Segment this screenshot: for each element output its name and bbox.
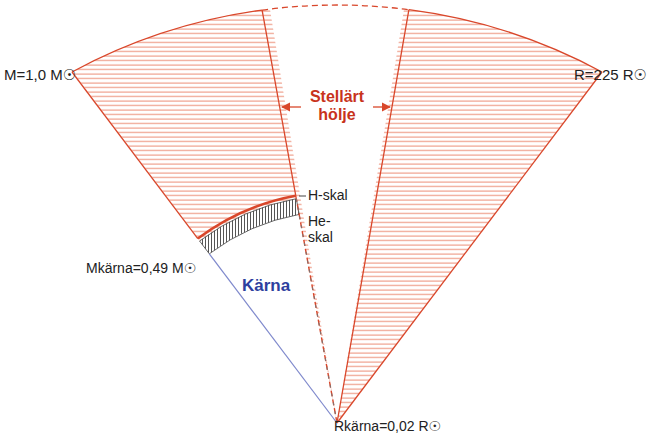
he-shell-label: He- skal: [308, 213, 346, 245]
h-shell-label: H-skal: [308, 187, 348, 203]
h-shell-line: [198, 196, 296, 239]
h-shell-leader: [299, 196, 306, 197]
inner-left-edge: [262, 10, 296, 199]
total-mass-label: M=1,0 M☉: [4, 66, 76, 83]
outer-arc-dashed: [262, 5, 409, 10]
wedge-right-edge: [337, 72, 602, 423]
envelope-arrow-left: [282, 106, 301, 107]
inner-right-edge: [337, 10, 409, 423]
envelope-label: Stellärt hölje: [298, 88, 376, 125]
envelope-hatching: [0, 0, 665, 423]
core-label: Kärna: [242, 276, 290, 296]
radius-label: R=225 R☉: [574, 66, 647, 83]
wedge-left-edge: [72, 72, 198, 239]
right-envelope-sector: [337, 0, 665, 423]
core-boundary: [209, 254, 337, 423]
left-envelope-sector: [0, 0, 337, 423]
outer-arc-left: [72, 10, 262, 72]
outer-arc-right: [409, 10, 602, 72]
core-radius-label: Rkärna=0,02 R☉: [334, 418, 441, 434]
envelope-arrow-right: [373, 106, 390, 107]
core-mass-label: Mkärna=0,49 M☉: [86, 260, 196, 276]
